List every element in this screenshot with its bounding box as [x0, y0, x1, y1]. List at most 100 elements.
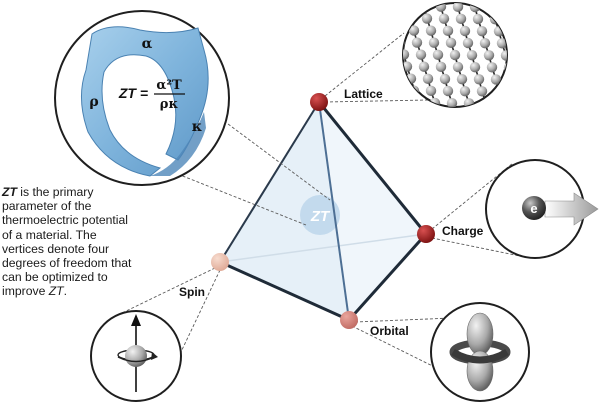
- caption-italic-term: ZT: [48, 284, 64, 299]
- tetrahedron-edge-lattice-spin: [219, 101, 320, 263]
- lattice-atom: [428, 37, 440, 48]
- spin-loop-front: [117, 356, 155, 363]
- lattice-atom: [490, 74, 502, 85]
- formula-kappa-symbol: κ: [192, 119, 203, 135]
- connector-spin-1: [119, 267, 216, 315]
- lattice-atom: [442, 25, 454, 37]
- lattice-atom: [452, 61, 464, 73]
- lattice-atom: [493, 26, 505, 37]
- connector-formula-top: [215, 114, 331, 201]
- tetrahedron-edge-lattice-charge: [317, 101, 428, 235]
- lattice-atom: [472, 13, 484, 25]
- tetrahedron: ZT: [219, 101, 428, 322]
- lattice-atom: [450, 110, 460, 120]
- lattice-bond: [491, 6, 496, 20]
- lattice-atom: [403, 49, 410, 60]
- lattice-atom: [425, 25, 437, 36]
- zt-center-label: ZT: [310, 208, 331, 225]
- formula-denominator: ρκ: [160, 97, 179, 112]
- lattice-atom: [489, 13, 501, 25]
- lattice-bond: [413, 90, 419, 104]
- tetrahedron-edge-orbital-charge: [347, 232, 428, 322]
- vertex-charge: [417, 225, 435, 243]
- formula-lhs: ZT =: [118, 85, 148, 101]
- lattice-atom: [415, 49, 427, 60]
- lattice-atom: [466, 49, 478, 61]
- lattice-atom: [459, 25, 471, 37]
- lattice-atom: [486, 3, 498, 13]
- tetrahedron-edge-spin-orbital: [219, 260, 350, 322]
- connector-lattice-2: [324, 99, 429, 103]
- spin-axis-arrowhead: [131, 314, 141, 326]
- vertex-label-spin: Spin: [179, 285, 205, 299]
- tetrahedron-edge-lattice-orbital: [318, 101, 350, 321]
- lattice-atom: [439, 73, 451, 85]
- orbital-lobe-top: [466, 312, 494, 356]
- lattice-atom: [429, 97, 441, 107]
- tetrahedron-edge-back: [219, 233, 427, 263]
- orbital-ring-front: [451, 348, 509, 364]
- lattice-atom: [469, 3, 481, 13]
- caption-bold-term: ZT: [2, 185, 17, 199]
- formula-numerator: α²T: [156, 78, 182, 93]
- lattice-atom: [462, 37, 474, 49]
- lattice-atom: [500, 50, 507, 61]
- lattice-atom: [445, 37, 457, 49]
- tetrahedron-face-right: [319, 102, 426, 320]
- vertex-label-charge: Charge: [442, 224, 484, 238]
- formula-rho-symbol: ρ: [89, 94, 98, 110]
- caption-text: ZT is the primary parameter of the therm…: [2, 185, 138, 299]
- spin-arrow-icon: [117, 314, 158, 392]
- zt-center-circle: [300, 195, 340, 235]
- mobius-band: [80, 26, 209, 177]
- vertex-orbital: [340, 311, 358, 329]
- formula-inset: α ρ κ ZT = α²T ρκ: [54, 10, 230, 186]
- vertex-label-orbital: Orbital: [370, 324, 409, 338]
- lattice-atom: [446, 97, 458, 107]
- connector-lattice-1: [324, 32, 405, 97]
- lattice-atom: [422, 73, 434, 85]
- electron-ball: [522, 196, 546, 220]
- lattice-atom: [469, 61, 481, 73]
- spin-ball: [125, 345, 147, 367]
- lattice-atom: [435, 61, 447, 73]
- lattice-inset: [402, 2, 508, 120]
- vertex-lattice: [310, 93, 328, 111]
- lattice-atom: [432, 49, 444, 61]
- lattice-atom: [476, 25, 488, 37]
- orbital-inset: [430, 302, 530, 402]
- tetrahedron-face-front: [220, 102, 349, 320]
- spin-loop-arrowhead: [151, 352, 158, 360]
- lattice-atom: [412, 97, 424, 107]
- lattice-atom: [425, 85, 437, 97]
- lattice-atom: [452, 3, 464, 13]
- electron-arrow-icon: [544, 192, 599, 226]
- formula-alpha-symbol: α: [142, 36, 153, 52]
- lattice-atom: [479, 37, 491, 49]
- lattice-atom: [438, 13, 450, 24]
- spin-inset: [90, 310, 182, 402]
- vertex-spin: [211, 253, 229, 271]
- electron-label: e: [530, 201, 537, 216]
- connector-orbital-1: [354, 317, 453, 323]
- caption-end: .: [63, 284, 68, 299]
- lattice-atom: [476, 86, 488, 97]
- lattice-atom: [405, 73, 417, 84]
- lattice-atom: [496, 38, 507, 49]
- vertex-label-lattice: Lattice: [344, 87, 383, 101]
- lattice-atom: [442, 85, 454, 97]
- mobius-band-twist: [150, 112, 206, 176]
- lattice-atom: [449, 49, 461, 61]
- lattice-atom: [421, 13, 433, 24]
- lattice-atom: [408, 25, 420, 36]
- d-orbital-icon: [449, 312, 511, 392]
- lattice-atom: [473, 74, 485, 85]
- lattice-atom: [418, 61, 430, 72]
- charge-inset: e: [485, 159, 599, 259]
- caption-body: is the primary parameter of the thermoel…: [2, 185, 132, 299]
- lattice-atom: [483, 50, 495, 61]
- lattice-atom: [459, 85, 471, 97]
- connector-orbital-2: [351, 325, 496, 398]
